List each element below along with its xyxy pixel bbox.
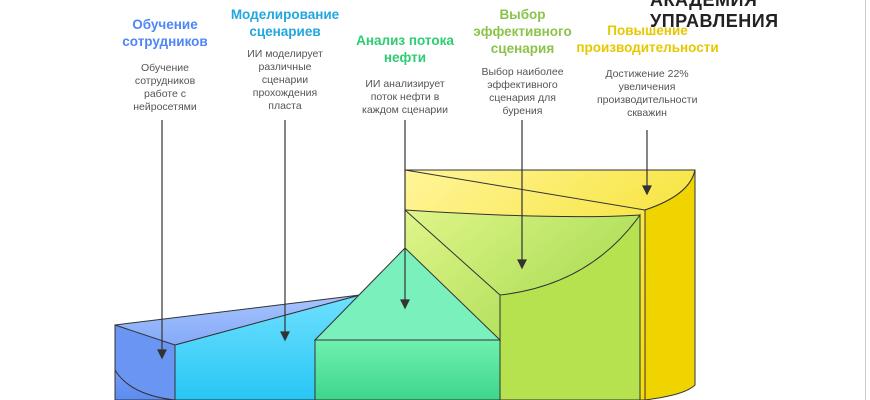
segment-green xyxy=(313,247,502,400)
pointer-lines xyxy=(157,120,652,360)
step-modeling: Моделирование сценариев ИИ моделирует ра… xyxy=(225,6,345,113)
step-desc: ИИ анализирует поток нефти в каждом сцен… xyxy=(362,78,448,116)
step-desc: ИИ моделирует различные сценарии прохожд… xyxy=(247,48,323,112)
step-title: Повышение производительности xyxy=(576,23,719,55)
step-title: Обучение сотрудников xyxy=(122,17,208,49)
step-productivity: Повышение производительности Достижение … xyxy=(575,22,720,120)
step-desc: Обучение сотрудников работе с нейросетям… xyxy=(133,62,197,113)
step-title: Выбор эффективного сценария xyxy=(473,7,572,56)
step-desc: Достижение 22% увеличения производительн… xyxy=(597,68,698,119)
divider xyxy=(865,0,866,400)
step-title: Моделирование сценариев xyxy=(230,7,340,39)
step-selection: Выбор эффективного сценария Выбор наибол… xyxy=(465,6,580,118)
step-desc: Выбор наиболее эффективного сценария для… xyxy=(481,66,564,117)
step-training: Обучение сотрудников Обучение сотруднико… xyxy=(105,16,225,114)
step-title: Анализ потока нефти xyxy=(356,33,454,65)
step-analysis: Анализ потока нефти ИИ анализирует поток… xyxy=(345,32,465,117)
header-title: АКАДЕМИЯ УПРАВЛЕНИЯ xyxy=(650,0,779,31)
